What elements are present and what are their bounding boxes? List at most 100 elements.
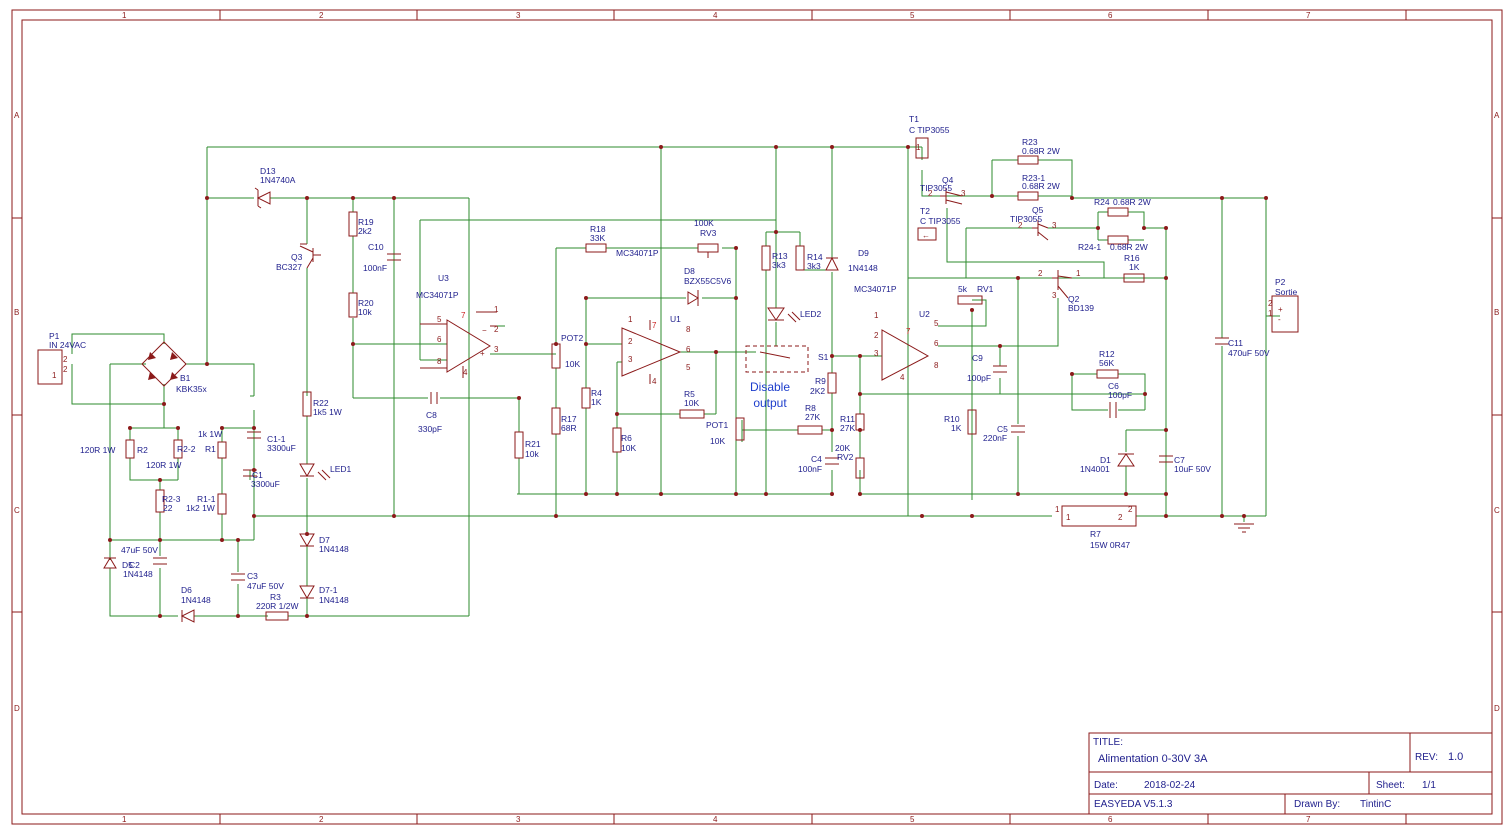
label-c9-ref: C9: [972, 353, 983, 363]
svg-text:1: 1: [1076, 269, 1081, 278]
label-c5-ref: C5: [997, 424, 1008, 434]
label-r23-ref: R23: [1022, 137, 1038, 147]
label-d71-ref: D7-1: [319, 585, 338, 595]
label-r18-ref: R18: [590, 224, 606, 234]
label-q2-val: BD139: [1068, 303, 1094, 313]
svg-text:3: 3: [628, 355, 633, 364]
label-r12-ref: R12: [1099, 349, 1115, 359]
svg-text:2: 2: [63, 365, 68, 374]
label-rv1-val: 5k: [958, 284, 968, 294]
label-r241-ref: R24-1: [1078, 242, 1101, 252]
sheet-value: 1/1: [1422, 780, 1436, 791]
label-r7-val: 15W 0R47: [1090, 540, 1130, 550]
svg-text:1: 1: [874, 311, 879, 320]
label-u3-val: MC34071P: [416, 290, 459, 300]
grid-col-3: 3: [516, 11, 521, 20]
label-q5-ref: Q5: [1032, 205, 1044, 215]
label-d9-val: 1N4148: [848, 263, 878, 273]
grid-col-2: 2: [319, 11, 324, 20]
svg-text:2: 2: [628, 337, 633, 346]
label-r4-ref: R4: [591, 388, 602, 398]
label-d8-ref: D8: [684, 266, 695, 276]
label-r241-val: 0.68R 2W: [1110, 242, 1148, 252]
label-r24-ref: R24: [1094, 197, 1110, 207]
label-t1-ref: T1: [909, 114, 919, 124]
label-r5-val: 10K: [684, 398, 699, 408]
label-r4-val: 1K: [591, 397, 602, 407]
svg-text:1: 1: [1066, 513, 1071, 522]
label-c6-ref: C6: [1108, 381, 1119, 391]
label-s1-ref: S1: [818, 352, 829, 362]
label-u3-ref: U3: [438, 273, 449, 283]
label-r19-val: 2k2: [358, 226, 372, 236]
svg-text:−: −: [482, 326, 487, 335]
label-led2-ref: LED2: [800, 309, 822, 319]
rev-value: 1.0: [1448, 751, 1463, 763]
label-r22b-val: 120R 1W: [146, 460, 181, 470]
svg-text:6: 6: [934, 339, 939, 348]
label-c11b-ref: C1-1: [267, 434, 286, 444]
svg-text:8: 8: [686, 325, 691, 334]
label-c5-val: 220nF: [983, 433, 1007, 443]
date-label: Date:: [1094, 780, 1118, 791]
junctions: [108, 145, 1268, 618]
label-c7-ref: C7: [1174, 455, 1185, 465]
svg-text:+: +: [480, 349, 485, 358]
wires: [71, 146, 1280, 617]
svg-text:2: 2: [928, 189, 933, 198]
label-c2-val: 47uF 50V: [121, 545, 158, 555]
label-u1-val: MC34071P: [616, 248, 659, 258]
svg-text:2: 2: [63, 355, 68, 364]
label-c10-val: 100nF: [363, 263, 387, 273]
label-r23b-val: 22: [163, 503, 173, 513]
label-rv2-val: 20K: [835, 443, 850, 453]
svg-text:3: 3: [494, 345, 499, 354]
svg-text:←: ←: [922, 231, 930, 240]
disable-output-line2: output: [753, 396, 787, 410]
label-rv2-ref: RV2: [837, 452, 854, 462]
svg-text:7: 7: [652, 321, 657, 330]
label-d5-ref: D5: [122, 560, 133, 570]
label-r231-ref: R23-1: [1022, 173, 1045, 183]
svg-text:3: 3: [1052, 221, 1057, 230]
label-rv3-val: 100K: [694, 218, 714, 228]
label-rv3-ref: RV3: [700, 228, 717, 238]
drawn-by-value: TintinC: [1360, 799, 1391, 810]
svg-text:2: 2: [1118, 513, 1123, 522]
label-p1-ref: P1: [49, 331, 60, 341]
label-c4-val: 100nF: [798, 464, 822, 474]
label-r14-ref: R14: [807, 252, 823, 262]
grid-col-4: 4: [713, 11, 718, 20]
label-d5-val: 1N4148: [123, 569, 153, 579]
label-r13-val: 3k3: [772, 260, 786, 270]
label-b1-val: KBK35x: [176, 384, 207, 394]
label-pot1-val: 10K: [710, 436, 725, 446]
label-t2-val: C TIP3055: [920, 216, 961, 226]
label-q4-val: TIP3055: [920, 183, 952, 193]
label-c6-val: 100pF: [1108, 390, 1132, 400]
label-r3-ref: R3: [270, 592, 281, 602]
label-pot2-val: 10K: [565, 359, 580, 369]
svg-text:8: 8: [934, 361, 939, 370]
svg-text:3: 3: [961, 189, 966, 198]
label-d1-val: 1N4001: [1080, 464, 1110, 474]
label-r2-val: 120R 1W: [80, 445, 115, 455]
label-r6-ref: R6: [621, 433, 632, 443]
label-u2-ref: U2: [919, 309, 930, 319]
grid-row-A: A: [1494, 111, 1500, 120]
svg-text:2: 2: [1038, 269, 1043, 278]
label-r22-ref: R22: [313, 398, 329, 408]
label-d71-val: 1N4148: [319, 595, 349, 605]
label-r11b-ref: R1-1: [197, 494, 216, 504]
label-r11b-val: 1k2 1W: [186, 503, 215, 513]
label-r10-val: 1K: [951, 423, 962, 433]
label-c8-val: 330pF: [418, 424, 442, 434]
grid-col-1: 1: [122, 815, 127, 824]
label-r10-ref: R10: [944, 414, 960, 424]
grid-row-B: B: [14, 308, 19, 317]
label-r5-ref: R5: [684, 389, 695, 399]
grid-col-7: 7: [1306, 11, 1311, 20]
